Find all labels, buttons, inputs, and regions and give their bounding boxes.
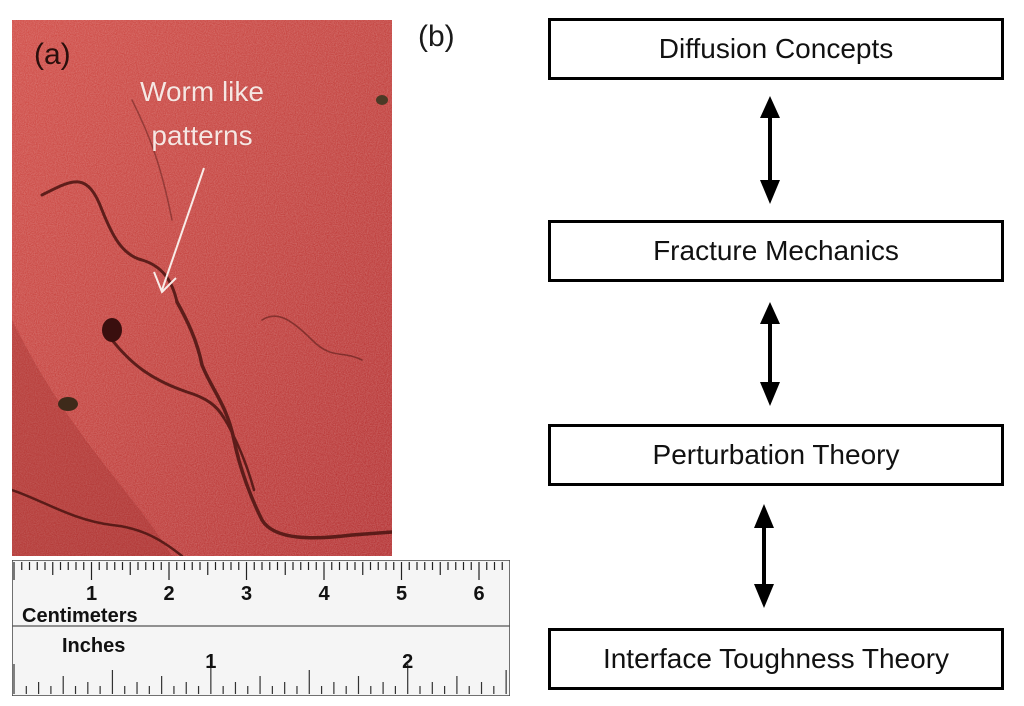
double-arrow-3 <box>754 504 774 608</box>
annotation-arrow <box>153 167 205 294</box>
box-diffusion-concepts: Diffusion Concepts <box>548 18 1004 80</box>
centimeters-label: Centimeters <box>22 605 138 627</box>
centimeter-numbers: 1 2 3 4 5 6 <box>86 583 485 605</box>
cm-number: 2 <box>163 583 174 605</box>
box-perturbation-theory: Perturbation Theory <box>548 424 1004 486</box>
cm-number: 5 <box>396 583 407 605</box>
centimeter-ticks <box>13 562 503 580</box>
double-arrow-1 <box>760 96 780 204</box>
inches-label: Inches <box>62 635 125 657</box>
cm-number: 1 <box>86 583 97 605</box>
cm-number: 3 <box>241 583 252 605</box>
inch-number: 2 <box>402 651 413 673</box>
panel-a-label: (a) <box>34 38 71 71</box>
double-arrow-2 <box>760 302 780 406</box>
box-fracture-mechanics: Fracture Mechanics <box>548 220 1004 282</box>
annotation-text-line1: Worm like <box>140 76 264 107</box>
crack-lines <box>12 99 392 556</box>
specimen-photo <box>12 20 392 556</box>
inch-ticks <box>13 664 507 694</box>
cm-number: 4 <box>318 583 330 605</box>
panel-b-label: (b) <box>418 20 455 53</box>
box-interface-toughness-theory: Interface Toughness Theory <box>548 628 1004 690</box>
inch-number: 1 <box>205 651 216 673</box>
cm-number: 6 <box>473 583 484 605</box>
connector-arrows <box>754 96 780 608</box>
annotation-text-line2: patterns <box>151 120 253 151</box>
